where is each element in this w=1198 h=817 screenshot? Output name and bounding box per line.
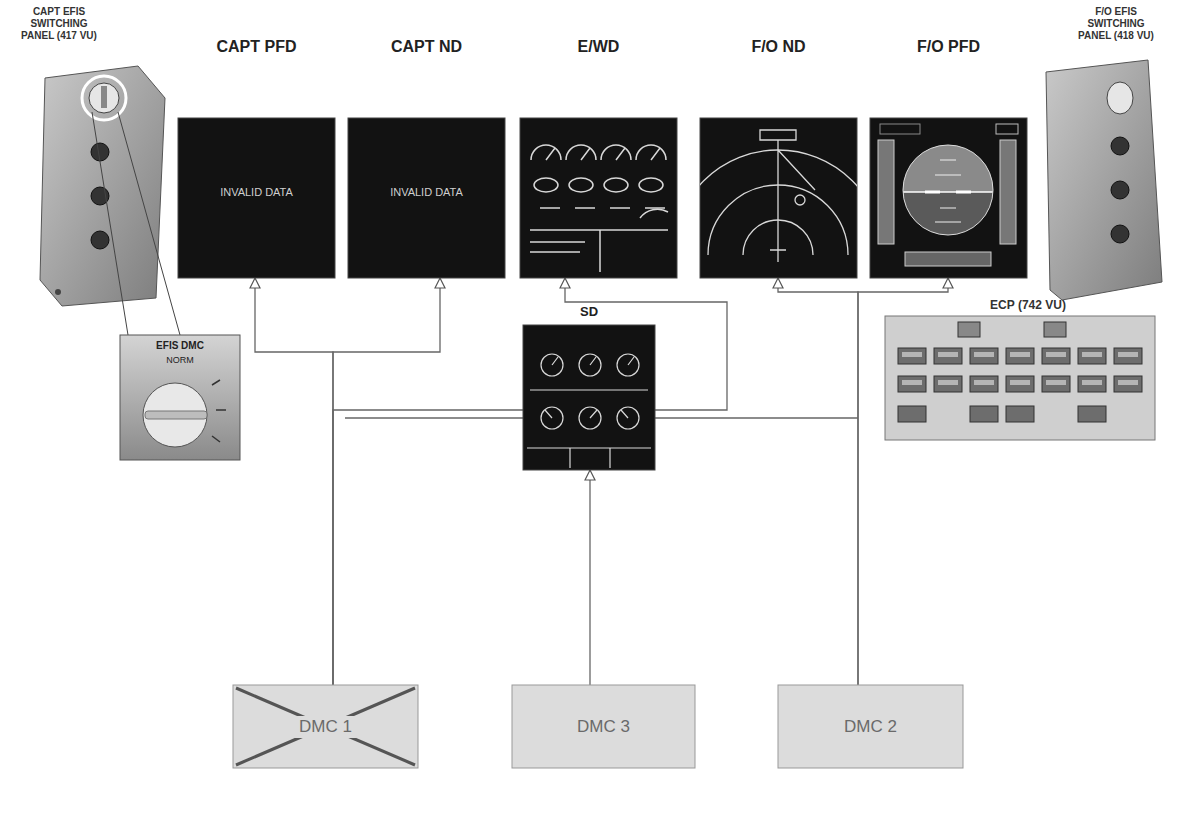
selector-label: EFIS DMC — [124, 340, 236, 351]
connector — [333, 278, 440, 685]
screen-title: CAPT ND — [328, 38, 525, 56]
panel-label: CAPT EFIS SWITCHING PANEL (417 VU) — [17, 6, 101, 42]
screen-face — [348, 118, 505, 278]
screen-title: F/O ND — [680, 38, 877, 56]
switching-panel: CAPT EFIS SWITCHING PANEL (417 VU) — [5, 6, 175, 306]
connector — [255, 278, 333, 685]
sd-screen-picture — [523, 325, 655, 470]
screen-message: INVALID DATA — [348, 186, 505, 198]
nd-screen-picture — [673, 118, 883, 278]
computer-name: DMC 2 — [839, 716, 902, 738]
computer-box: DMC 2 — [778, 685, 963, 768]
switching-panel-figure — [40, 66, 165, 306]
pfd-screen-picture — [870, 118, 1027, 278]
screen-title: F/O PFD — [850, 38, 1047, 56]
ecp-panel-figure — [885, 316, 1155, 440]
dmc-box-face — [778, 685, 963, 768]
display-screen: F/O PFD — [870, 118, 1027, 278]
dmc-box-face — [233, 685, 418, 768]
display-screen: SD — [523, 325, 655, 470]
screen-title: CAPT PFD — [158, 38, 355, 56]
panel-label: F/O EFIS SWITCHING PANEL (418 VU) — [1074, 6, 1158, 42]
panel-label: ECP (742 VU) — [885, 298, 1171, 312]
leader-line — [92, 112, 180, 335]
switching-panel: F/O EFIS SWITCHING PANEL (418 VU) — [1040, 6, 1190, 306]
computer-name: DMC 3 — [572, 716, 635, 738]
computer-box: DMC 1 — [233, 685, 418, 768]
screen-face — [178, 118, 335, 278]
switching-panel-figure — [1046, 60, 1162, 300]
display-screen: E/WD — [520, 118, 677, 278]
computer-name: DMC 1 — [294, 716, 357, 738]
screen-message: INVALID DATA — [178, 186, 335, 198]
screen-title: E/WD — [500, 38, 697, 56]
selector-label: NORM — [124, 355, 236, 365]
ewd-screen-picture — [520, 118, 677, 278]
display-screen: F/O ND — [700, 118, 857, 278]
selector-inset — [120, 335, 240, 460]
screen-title: SD — [523, 304, 655, 319]
control-panel: ECP (742 VU) — [885, 298, 1171, 440]
failure-cross — [236, 688, 415, 765]
connector — [778, 278, 858, 685]
display-screen: CAPT PFDINVALID DATA — [178, 118, 335, 278]
connector — [589, 470, 590, 685]
dmc-box-face — [512, 685, 695, 768]
computer-box: DMC 3 — [512, 685, 695, 768]
connector — [333, 278, 727, 685]
display-screen: CAPT NDINVALID DATA — [348, 118, 505, 278]
